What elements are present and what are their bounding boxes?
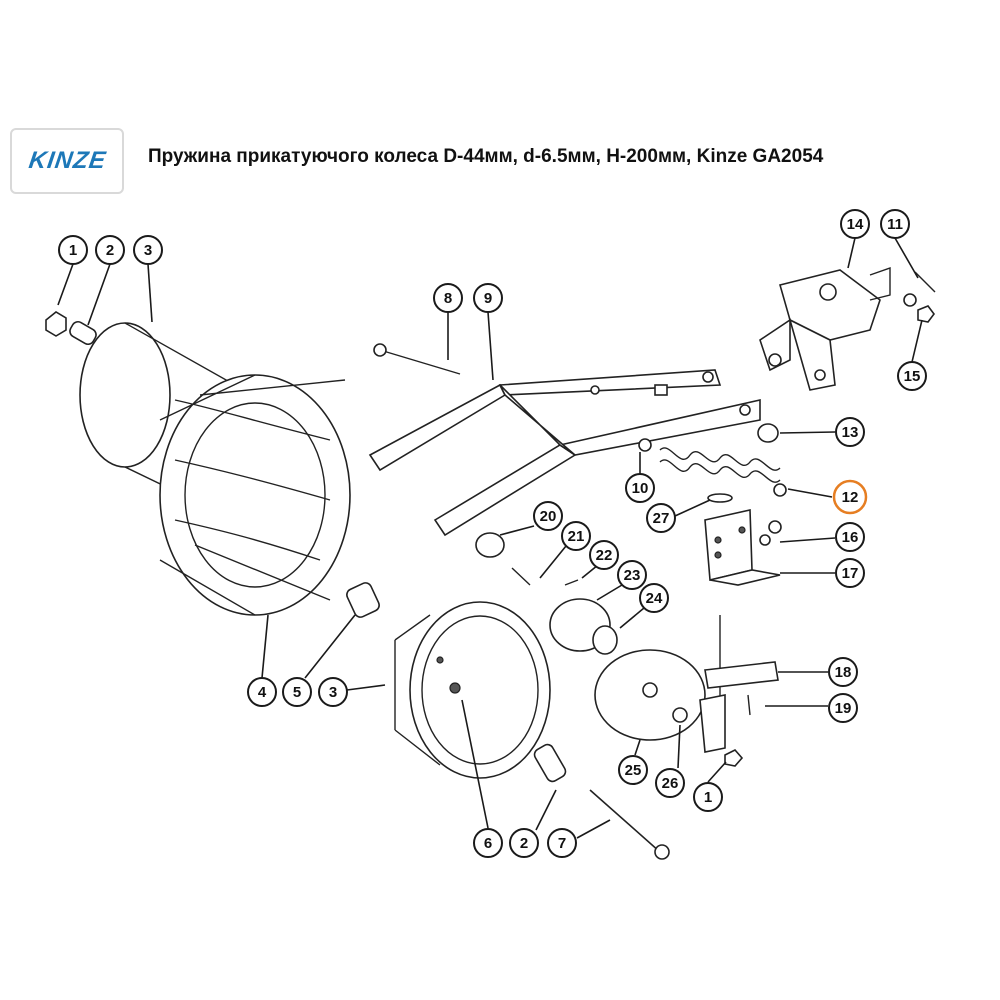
callout-7: 7 [547, 828, 577, 858]
svg-text:16: 16 [842, 529, 859, 546]
pin-part-27 [707, 493, 733, 503]
svg-text:13: 13 [842, 424, 859, 441]
wheel-rim-part-3 [79, 322, 171, 468]
svg-text:2: 2 [520, 835, 528, 852]
page-title: Пружина прикатуючого колеса D-44мм, d-6.… [148, 146, 824, 167]
callout-23: 23 [617, 560, 647, 590]
lower-wheel-rim [394, 601, 551, 779]
bearing-part-20 [475, 532, 505, 558]
bearing-part-24 [592, 625, 618, 655]
svg-text:3: 3 [329, 684, 337, 701]
arm-part-18 [699, 615, 779, 753]
callout-2b: 2 [509, 828, 539, 858]
callout-5: 5 [282, 677, 312, 707]
svg-text:20: 20 [540, 508, 557, 525]
press-wheel-assembly [45, 311, 351, 616]
svg-text:6: 6 [484, 835, 492, 852]
bushing-part-5 [346, 582, 380, 618]
svg-text:23: 23 [624, 567, 641, 584]
tire-part-4 [159, 374, 351, 616]
callout-17: 17 [835, 558, 865, 588]
callout-1: 1 [58, 235, 88, 265]
svg-text:17: 17 [842, 565, 859, 582]
spacer-part-26 [672, 707, 688, 723]
callout-26: 26 [655, 768, 685, 798]
svg-text:1: 1 [69, 242, 77, 259]
callout-24: 24 [639, 583, 669, 613]
svg-text:7: 7 [558, 835, 566, 852]
svg-text:9: 9 [484, 290, 492, 307]
svg-text:18: 18 [835, 664, 852, 681]
callout-22: 22 [589, 540, 619, 570]
bolt-part-22 [564, 579, 579, 586]
svg-text:5: 5 [293, 684, 301, 701]
svg-text:25: 25 [625, 762, 642, 779]
callout-9: 9 [473, 283, 503, 313]
bolt-part-11 [914, 271, 936, 293]
spring-part-12 [638, 438, 787, 497]
bolt-part-21 [511, 567, 531, 586]
svg-text:24: 24 [646, 590, 663, 607]
callouts: 1 2 3 8 9 14 11 15 13 10 12 27 20 21 16 … [58, 209, 927, 858]
bushing-part-13 [757, 423, 779, 443]
callout-21: 21 [561, 521, 591, 551]
callout-19: 19 [828, 693, 858, 723]
callout-20: 20 [533, 501, 563, 531]
svg-text:21: 21 [568, 528, 585, 545]
spacer-part-2b [533, 743, 567, 783]
callout-2: 2 [95, 235, 125, 265]
bolt-part-8 [379, 349, 461, 375]
arm-part-9 [368, 369, 761, 537]
bracket-part-14 [759, 267, 891, 391]
callout-1b: 1 [693, 782, 723, 812]
callout-11: 11 [880, 209, 910, 239]
callout-3: 3 [133, 235, 163, 265]
svg-text:8: 8 [444, 290, 452, 307]
callout-27: 27 [646, 503, 676, 533]
callout-8: 8 [433, 283, 463, 313]
nut-part-1 [45, 311, 67, 337]
bracket-part-17 [704, 509, 781, 586]
svg-text:11: 11 [887, 216, 903, 233]
callout-3b: 3 [318, 677, 348, 707]
svg-text:1: 1 [704, 789, 712, 806]
spacer-part-2 [69, 320, 97, 346]
svg-text:2: 2 [106, 242, 114, 259]
kinze-logo: KINZE [10, 128, 124, 194]
callout-16: 16 [835, 522, 865, 552]
svg-text:22: 22 [596, 547, 613, 564]
svg-text:3: 3 [144, 242, 152, 259]
callout-25: 25 [618, 755, 648, 785]
callout-14: 14 [840, 209, 870, 239]
callout-6: 6 [473, 828, 503, 858]
washer-part-16 [768, 520, 782, 534]
svg-text:26: 26 [662, 775, 679, 792]
nut-part-1b [724, 749, 744, 767]
bolt-part-7 [589, 789, 661, 853]
callout-15: 15 [897, 361, 927, 391]
svg-text:14: 14 [847, 216, 864, 233]
svg-text:15: 15 [904, 368, 921, 385]
leader-lines [57, 237, 923, 839]
callout-10: 10 [625, 473, 655, 503]
svg-text:19: 19 [835, 700, 852, 717]
nut-part-15 [917, 305, 935, 323]
bolt-part-19 [747, 694, 751, 716]
callout-18: 18 [828, 657, 858, 687]
callout-13: 13 [835, 417, 865, 447]
svg-text:12: 12 [842, 489, 859, 506]
svg-text:10: 10 [632, 480, 649, 497]
callout-4: 4 [247, 677, 277, 707]
svg-text:27: 27 [653, 510, 670, 527]
svg-text:4: 4 [258, 684, 267, 701]
callout-12: 12 [832, 479, 868, 515]
